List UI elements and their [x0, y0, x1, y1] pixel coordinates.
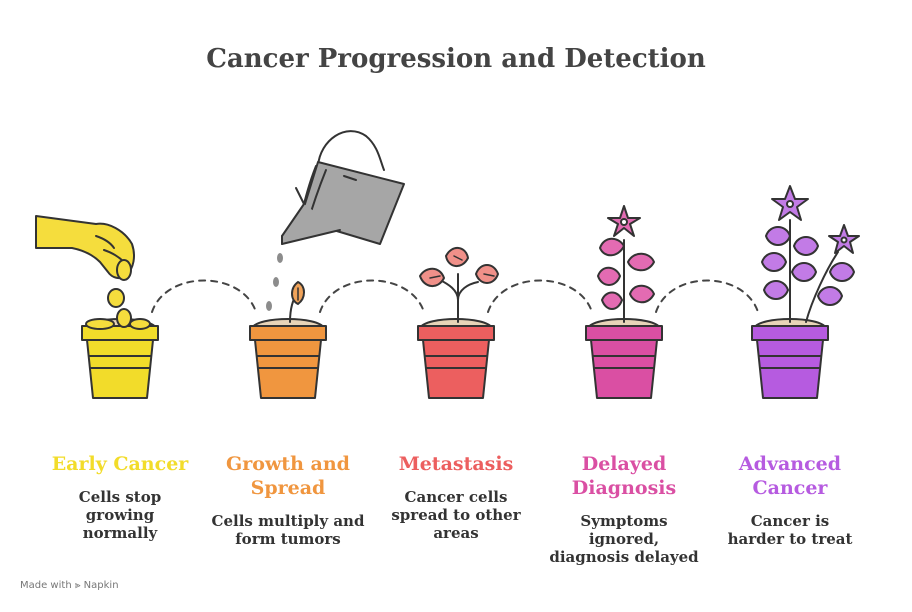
connectors	[151, 279, 759, 313]
stage-description: Cells stop growing normally	[78, 488, 162, 542]
pot-icon	[585, 318, 663, 399]
dashed-connector	[487, 279, 593, 313]
stage-title: Early Cancer	[51, 453, 189, 475]
dashed-connector	[151, 279, 257, 313]
stage-description: Cancer is harder to treat	[727, 512, 853, 548]
napkin-logo-icon: ⫸	[74, 580, 81, 591]
stage-title: Advanced Cancer	[738, 453, 842, 499]
dashed-connector	[655, 279, 759, 313]
napkin-branding: Made with ⫸ Napkin	[20, 580, 119, 591]
stage-description: Symptoms ignored, diagnosis delayed	[549, 512, 699, 566]
pots	[81, 318, 829, 399]
pot-icon	[249, 318, 327, 399]
dashed-connector	[319, 279, 425, 313]
pot-icon	[751, 318, 829, 399]
stage-title: Metastasis	[398, 453, 514, 475]
stage-description: Cancer cells spread to other areas	[391, 488, 521, 542]
flower-icon	[597, 205, 655, 323]
plant-icon	[419, 247, 499, 323]
stage-title: Growth and Spread	[226, 453, 350, 499]
page-title: Cancer Progression and Detection	[206, 44, 706, 74]
made-with-label: Made with	[20, 580, 72, 591]
stage-title: Delayed Diagnosis	[571, 453, 677, 499]
napkin-label: Napkin	[83, 580, 119, 591]
flower-icon	[761, 185, 860, 323]
water-drop-icon	[266, 253, 283, 311]
pot-icon	[417, 318, 495, 399]
seed-icon	[85, 259, 151, 330]
stage-description: Cells multiply and form tumors	[211, 512, 365, 548]
watering-can-icon	[281, 130, 405, 245]
sprout-icon	[289, 280, 305, 323]
pot-icon	[81, 318, 159, 399]
